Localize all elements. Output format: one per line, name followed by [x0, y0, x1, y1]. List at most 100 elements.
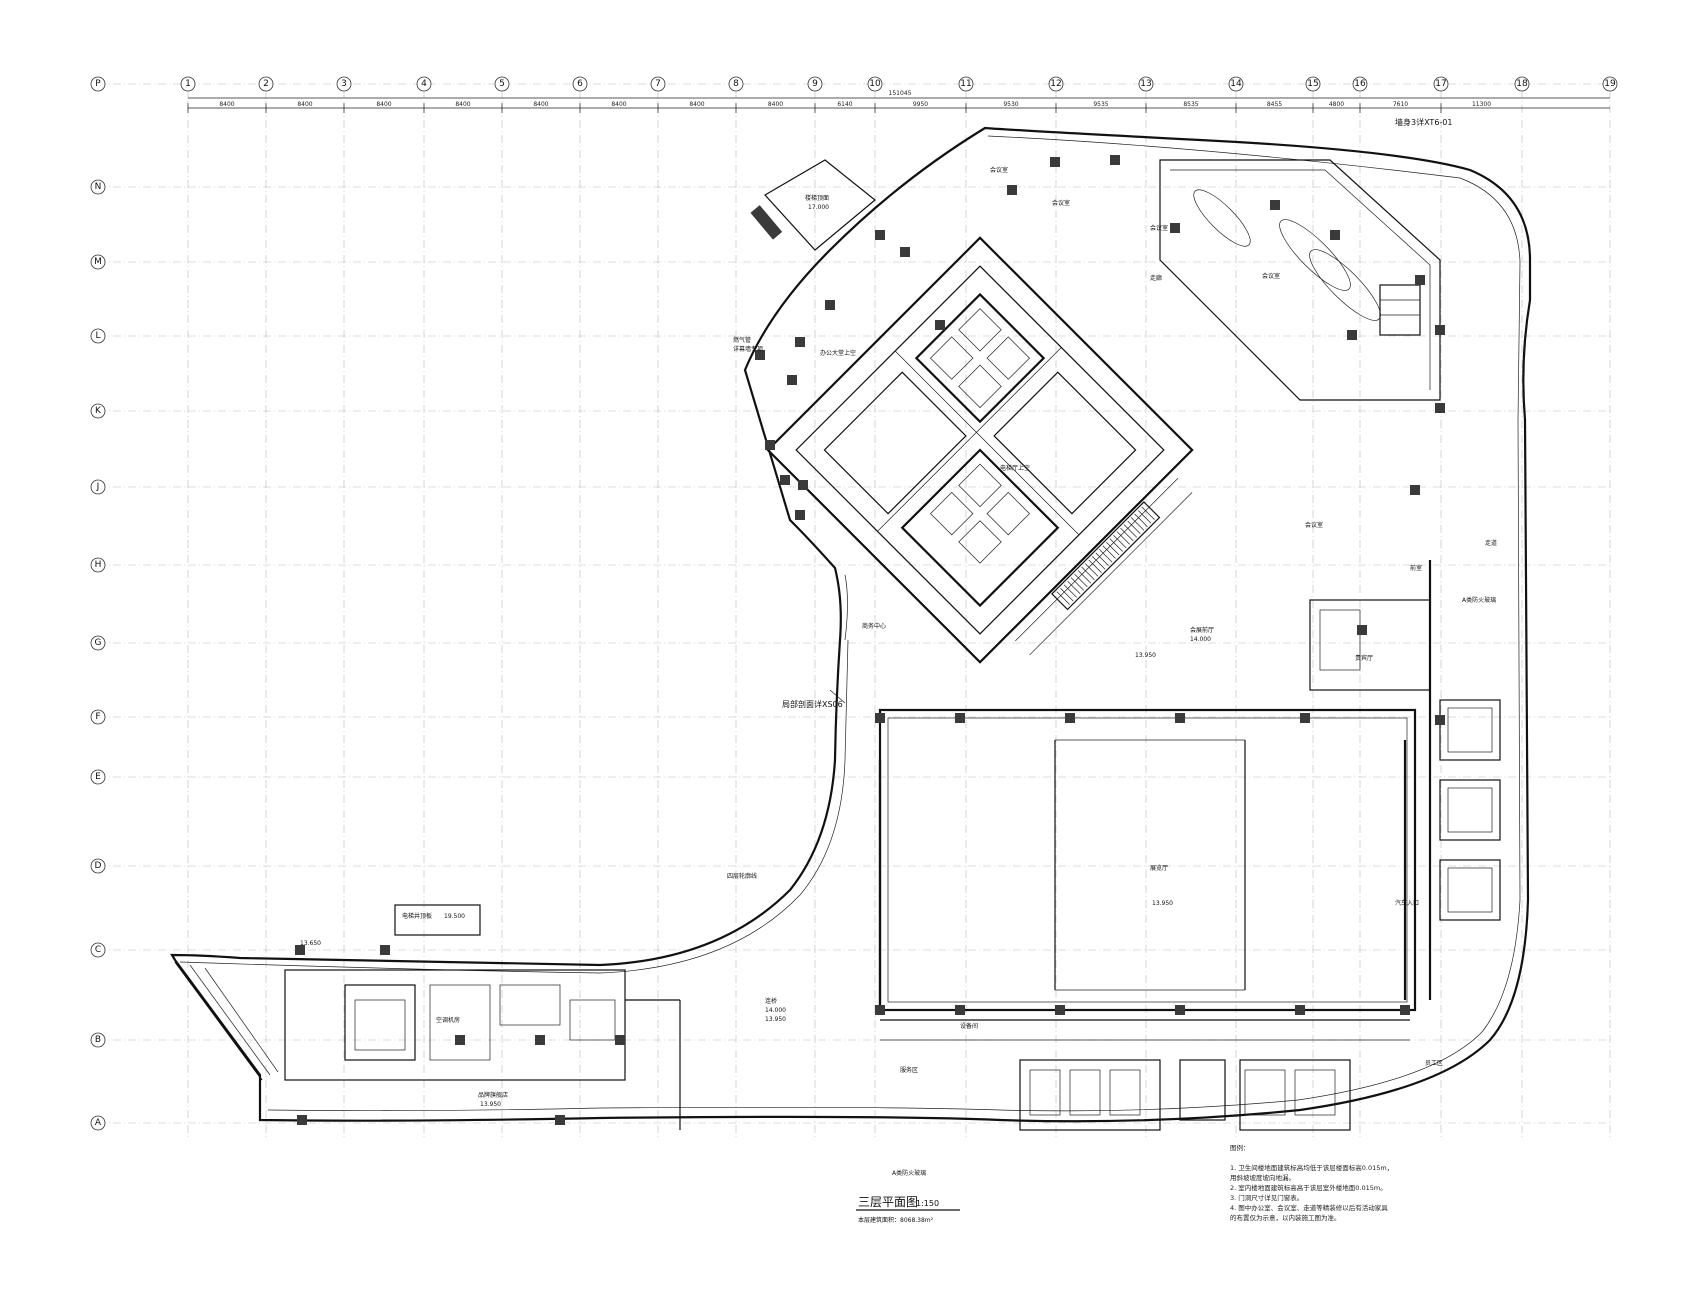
- column: [1170, 223, 1180, 233]
- room-label: 服务区: [900, 1066, 918, 1074]
- south-service-rooms: [880, 1019, 1410, 1131]
- room-label: 商务中心: [862, 622, 886, 630]
- fire-glass-callout: A类防火玻璃: [1462, 596, 1496, 604]
- note-line: 用斜坡坡度坡向地漏。: [1230, 1173, 1295, 1182]
- dimension-value: 8400: [376, 101, 391, 108]
- column: [798, 480, 808, 490]
- level-mark: 14.000: [1190, 636, 1211, 643]
- row-axis-label: C: [95, 945, 101, 955]
- column-axis-label: 9: [812, 79, 818, 89]
- column-axis-bubble: 18: [1514, 76, 1530, 92]
- dimension-value: 8400: [297, 101, 312, 108]
- room-label: 电梯井顶板: [402, 912, 432, 920]
- room-label: 设备间: [960, 1022, 978, 1030]
- room-label: 连桥: [765, 997, 777, 1005]
- column: [795, 510, 805, 520]
- row-axis-label: D: [95, 861, 102, 871]
- column: [935, 320, 945, 330]
- column-axis-bubble: 5: [494, 76, 510, 92]
- column-axis-bubble: 2: [258, 76, 274, 92]
- column-axis-bubble: 12: [1048, 76, 1064, 92]
- column: [1175, 1005, 1185, 1015]
- drawing-title: 三层平面图 1:150 本层建筑面积：8068.38m²: [856, 1195, 960, 1224]
- column-axis-label: 10: [869, 79, 881, 89]
- level-mark: 13.950: [1135, 652, 1156, 659]
- column: [297, 1115, 307, 1125]
- column: [875, 713, 885, 723]
- gas-pipe-callout: 燃气管: [733, 336, 751, 344]
- column-axis-label: 16: [1354, 79, 1366, 89]
- room-label: 楼梯顶面: [805, 194, 829, 202]
- column-axis-label: 14: [1230, 79, 1242, 89]
- row-axis-label: J: [96, 482, 100, 492]
- column-axis-bubble: 1: [180, 76, 196, 92]
- conference-wing: [1159, 159, 1441, 401]
- dimension-value: 9535: [1093, 101, 1108, 108]
- east-core: [1309, 560, 1501, 1000]
- row-axis-bubble: F: [90, 709, 106, 725]
- column: [1400, 1005, 1410, 1015]
- column-axis-label: 8: [733, 79, 739, 89]
- column-axis-bubble: 10: [867, 76, 883, 92]
- dimension-value: 8535: [1183, 101, 1198, 108]
- column: [1110, 155, 1120, 165]
- office-core-rotated: [766, 236, 1194, 664]
- note-line: 1. 卫生间楼地面建筑标高均低于该层楼面标高0.015m，: [1230, 1163, 1393, 1172]
- column-axis-bubble: 8: [728, 76, 744, 92]
- row-axis-bubble: H: [90, 557, 106, 573]
- column-axis-label: 5: [499, 79, 505, 89]
- dimension-value: 8400: [689, 101, 704, 108]
- column-axis-label: 6: [577, 79, 583, 89]
- column-axis-bubble: 14: [1228, 76, 1244, 92]
- level-mark: 17.000: [808, 204, 829, 211]
- column: [955, 1005, 965, 1015]
- dimension-value: 8400: [533, 101, 548, 108]
- row-axis-label: M: [94, 257, 102, 267]
- room-label: 会议室: [1305, 521, 1323, 529]
- column-axis-bubble: 16: [1352, 76, 1368, 92]
- row-axis-bubble: M: [90, 254, 106, 270]
- column-axis-label: 19: [1604, 79, 1616, 89]
- note-line: 3. 门洞尺寸详见门窗表。: [1230, 1193, 1303, 1202]
- column: [1347, 330, 1357, 340]
- column-axis-label: 4: [421, 79, 427, 89]
- row-axis-bubble: N: [90, 179, 106, 195]
- row-axis-bubble: K: [90, 403, 106, 419]
- level-mark: 13.950: [765, 1016, 786, 1023]
- room-label: 走廊: [1150, 274, 1162, 282]
- total-dimension: 151045: [889, 90, 912, 97]
- row-axis-label: A: [95, 1118, 102, 1128]
- room-label: 电梯厅上空: [1000, 464, 1030, 472]
- column: [955, 713, 965, 723]
- column: [455, 1035, 465, 1045]
- column: [1410, 485, 1420, 495]
- level-marks: 13.950 14.000 13.950 13.950 14.000 13.95…: [300, 636, 1211, 1108]
- note-line: 2. 室内楼地面建筑标高高于该层室外楼地面0.015m。: [1230, 1183, 1387, 1192]
- dimension-value: 8400: [768, 101, 783, 108]
- column: [825, 300, 835, 310]
- column-axis-bubble: 3: [336, 76, 352, 92]
- dimension-value: 6140: [837, 101, 852, 108]
- column-axis-label: 13: [1140, 79, 1151, 89]
- column-axis-bubble: 7: [650, 76, 666, 92]
- wall-section-callout: 墙身3详XT6-01: [1395, 117, 1452, 127]
- axis-grid: [98, 83, 1611, 1140]
- structural-columns: [295, 155, 1445, 1125]
- column: [795, 337, 805, 347]
- dimension-value: 4800: [1329, 101, 1344, 108]
- row-axis-label: E: [95, 772, 101, 782]
- row-axis-bubble: A: [90, 1115, 106, 1131]
- row-axis-bubble: D: [90, 858, 106, 874]
- column: [1175, 713, 1185, 723]
- room-label: 空调机房: [436, 1016, 460, 1024]
- dimension-value: 8455: [1267, 101, 1282, 108]
- row-axis-bubble: P: [90, 76, 106, 92]
- room-label: 展览厅: [1150, 864, 1168, 872]
- row-axis-label: H: [95, 560, 102, 570]
- room-label: 会议室: [1262, 272, 1280, 280]
- column: [555, 1115, 565, 1125]
- dimension-value: 7610: [1393, 101, 1408, 108]
- room-label: 贵宾厅: [1355, 654, 1373, 662]
- column: [1435, 715, 1445, 725]
- column-axis-label: 11: [960, 79, 971, 89]
